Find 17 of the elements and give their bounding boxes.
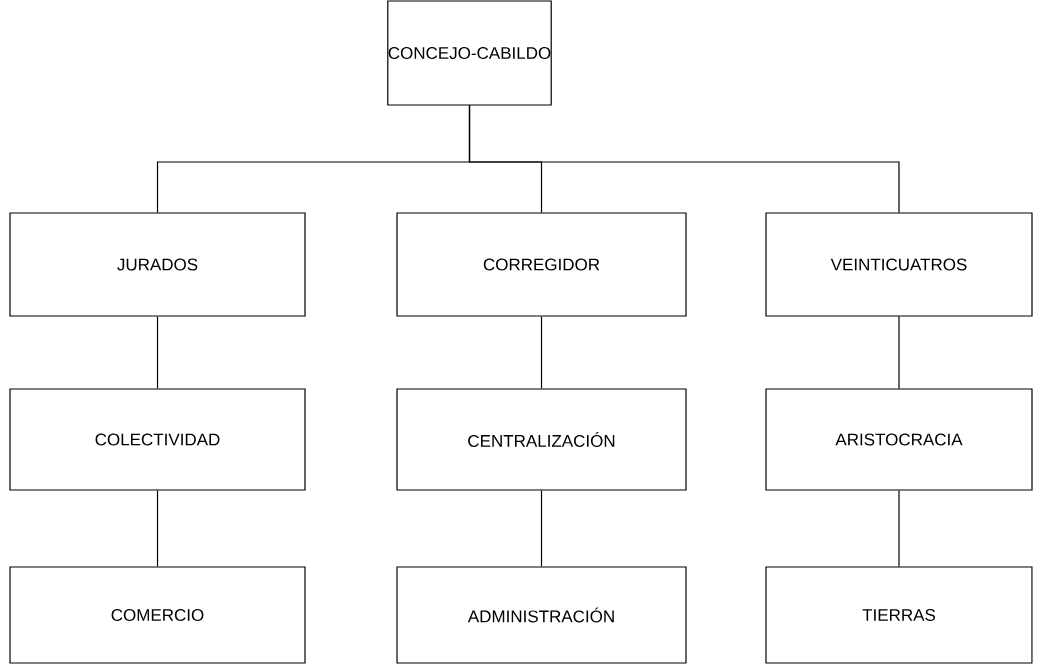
connector-line: [156, 316, 159, 389]
connector-line: [898, 490, 900, 567]
org-box: ARISTOCRACIA: [765, 388, 1033, 491]
connector-line: [468, 105, 900, 213]
connector-line: [156, 490, 159, 567]
org-box: CENTRALIZACIÓN: [396, 388, 687, 491]
org-box: CORREGIDOR: [396, 212, 687, 317]
connector-line: [898, 316, 900, 389]
connector-line: [540, 490, 543, 567]
org-box: ADMINISTRACIÓN: [396, 566, 687, 664]
org-box: TIERRAS: [765, 566, 1033, 664]
org-box: COMERCIO: [9, 566, 306, 664]
org-box: VEINTICUATROS: [765, 212, 1033, 317]
org-box: CONCEJO-CABILDO: [387, 0, 552, 106]
connector-line: [540, 316, 543, 389]
org-box: COLECTIVIDAD: [9, 388, 306, 491]
org-box: JURADOS: [9, 212, 306, 317]
